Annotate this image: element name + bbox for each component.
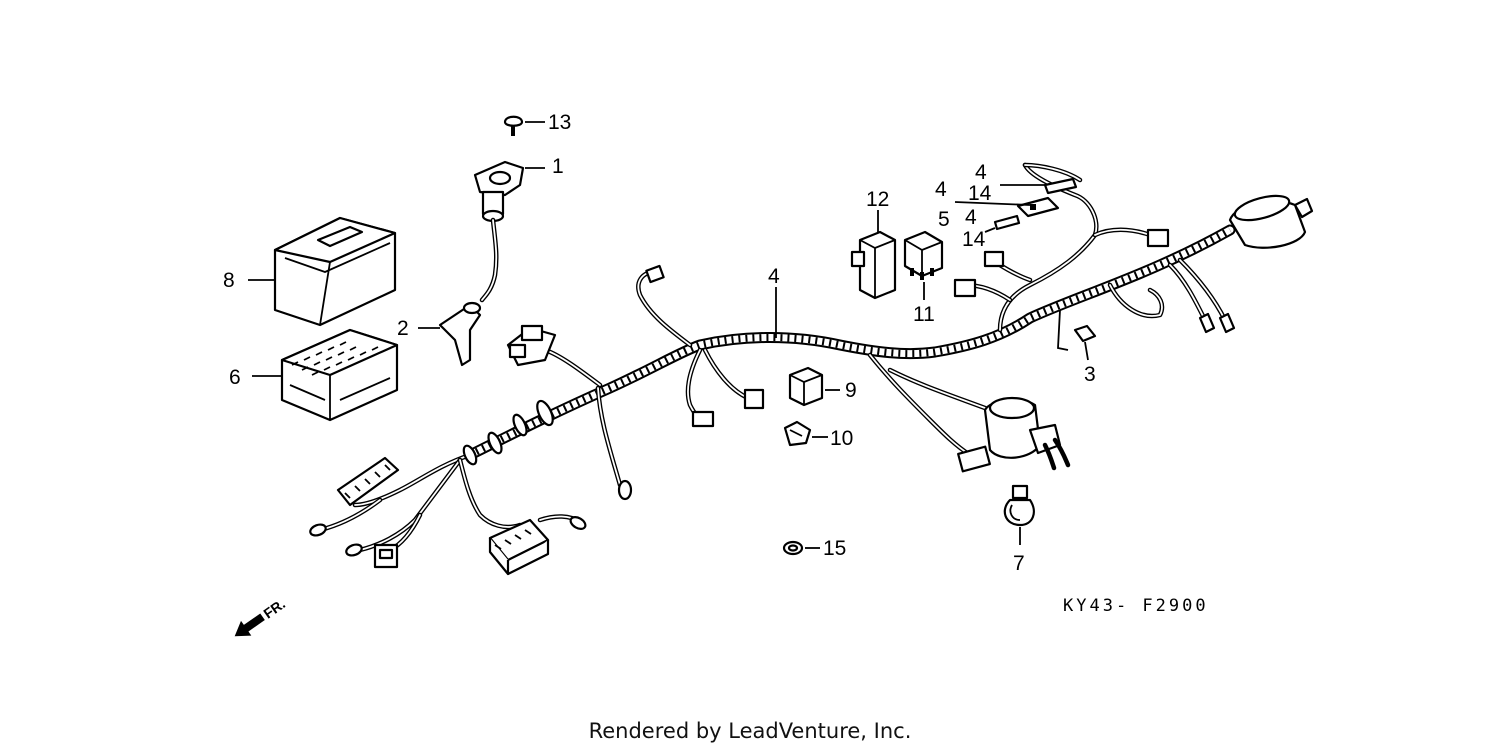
callout-6: 6 <box>229 366 241 389</box>
callout-9: 9 <box>845 379 857 402</box>
callout-4-fuse-top: 4 <box>975 161 987 184</box>
direction-label: FR. <box>260 596 288 622</box>
part-6-regulator-box <box>252 328 399 422</box>
fuse-parts-4-5-14 <box>954 177 1078 233</box>
part-12-control-unit <box>850 210 897 300</box>
arrow-icon <box>234 613 265 637</box>
callout-10: 10 <box>830 427 853 450</box>
upper-right-coil <box>1228 194 1314 249</box>
callout-1: 1 <box>552 155 564 178</box>
part-9-relay <box>788 366 840 407</box>
relay-on-harness-upper-right <box>953 228 1170 298</box>
bullet-connector <box>309 479 633 557</box>
rendered-by-footer: Rendered by LeadVenture, Inc. <box>589 719 912 743</box>
diagram-code: KY43- F2900 <box>1063 596 1209 616</box>
part-8-battery <box>248 216 397 327</box>
ignition-coil <box>957 396 1071 473</box>
small-connector-bottom-left <box>373 543 399 569</box>
multi-pin-connector-left <box>336 456 400 507</box>
part-15-grommet <box>782 540 820 556</box>
callout-2: 2 <box>397 317 409 340</box>
callout-12: 12 <box>866 188 889 211</box>
connector-block-bottom <box>488 518 550 576</box>
part-11-relay <box>903 230 944 300</box>
callout-3: 3 <box>1084 363 1096 386</box>
callout-14-lower: 14 <box>962 228 986 251</box>
callout-8: 8 <box>223 269 235 292</box>
callout-14-top: 14 <box>968 182 992 205</box>
part-3-connector-clip <box>1057 309 1097 361</box>
callout-5: 5 <box>938 208 950 231</box>
callout-4-fuse-lower: 4 <box>965 206 977 229</box>
main-wire-harness <box>317 162 1236 553</box>
part-10-relay-rubber <box>783 420 828 447</box>
part-1-ignition-switch <box>473 160 545 303</box>
top-left-coupler <box>506 324 557 367</box>
part-7-band-clamp <box>1003 484 1035 545</box>
middle-small-connector <box>691 388 765 428</box>
part-2-spark-plug-cap <box>418 301 482 367</box>
callout-11: 11 <box>913 303 935 326</box>
callout-4-main: 4 <box>768 265 780 288</box>
callout-7: 7 <box>1013 552 1025 575</box>
front-direction-arrow: FR. <box>234 596 288 637</box>
callout-15: 15 <box>823 537 846 560</box>
part-13-screw <box>503 115 545 136</box>
callout-4-fuse-left: 4 <box>935 178 947 201</box>
callout-13: 13 <box>548 111 571 134</box>
